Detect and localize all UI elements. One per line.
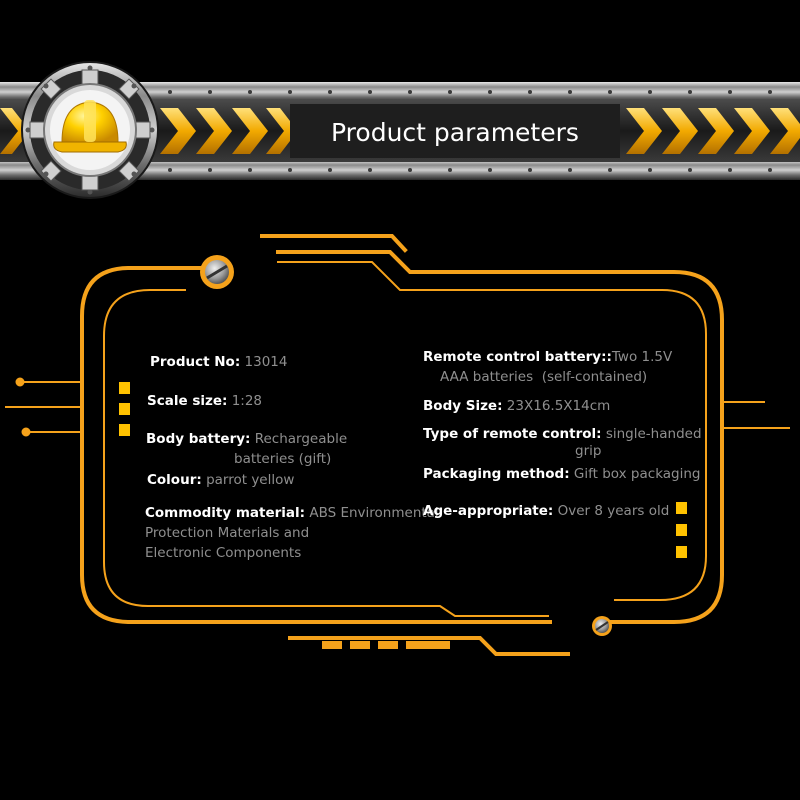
param-value: AAA batteries (self-contained) xyxy=(440,369,648,385)
page-title: Product parameters xyxy=(331,118,579,147)
param-scale-size: Scale size: 1:28 xyxy=(147,391,262,411)
param-label: Packaging method: xyxy=(423,466,570,482)
chevron-right-icon xyxy=(0,108,290,154)
param-remote-type: Type of remote control: single-handed gr… xyxy=(423,426,702,460)
param-value: ABS Environmental xyxy=(309,505,439,521)
param-label: Age-appropriate: xyxy=(423,503,554,519)
param-value: Protection Materials and xyxy=(145,525,310,541)
param-value: 23X16.5X14cm xyxy=(506,398,611,414)
param-body-battery: Body battery: Rechargeable batteries (gi… xyxy=(146,429,347,469)
param-age: Age-appropriate: Over 8 years old xyxy=(423,501,669,521)
param-value: 13014 xyxy=(244,354,288,370)
param-label: Product No: xyxy=(150,354,241,370)
param-label: Body battery: xyxy=(146,431,251,447)
circuit-lines xyxy=(5,377,790,437)
param-value: Gift box packaging xyxy=(573,466,701,482)
param-label: Body Size: xyxy=(423,398,503,414)
param-value: parrot yellow xyxy=(206,472,295,488)
screw-icon xyxy=(200,255,234,289)
param-value: batteries (gift) xyxy=(234,451,332,467)
param-label: Remote control battery:: xyxy=(423,349,612,365)
param-value: grip xyxy=(575,443,602,459)
param-value: single-handed xyxy=(605,426,702,442)
param-value: Rechargeable xyxy=(254,431,348,447)
frame-outline xyxy=(80,234,724,656)
param-value: 1:28 xyxy=(231,393,263,409)
param-value: Electronic Components xyxy=(145,545,302,561)
screw-icon xyxy=(592,616,612,636)
chevron-right-icon xyxy=(626,108,800,154)
bottom-dashes xyxy=(322,641,450,649)
param-packaging: Packaging method: Gift box packaging xyxy=(423,464,701,484)
param-product-no: Product No: 13014 xyxy=(150,352,287,372)
param-colour: Colour: parrot yellow xyxy=(147,470,294,490)
indicator-squares xyxy=(119,382,687,558)
param-label: Type of remote control: xyxy=(423,426,602,442)
param-value: Over 8 years old xyxy=(557,503,670,519)
param-label: Commodity material: xyxy=(145,505,306,521)
helmet-icon xyxy=(53,100,127,153)
param-value: Two 1.5V xyxy=(611,349,673,365)
param-label: Scale size: xyxy=(147,393,228,409)
param-remote-battery: Remote control battery::Two 1.5V AAA bat… xyxy=(423,347,672,387)
param-label: Colour: xyxy=(147,472,202,488)
param-body-size: Body Size: 23X16.5X14cm xyxy=(423,396,610,416)
param-commodity-material: Commodity material: ABS Environmental Pr… xyxy=(145,503,439,563)
